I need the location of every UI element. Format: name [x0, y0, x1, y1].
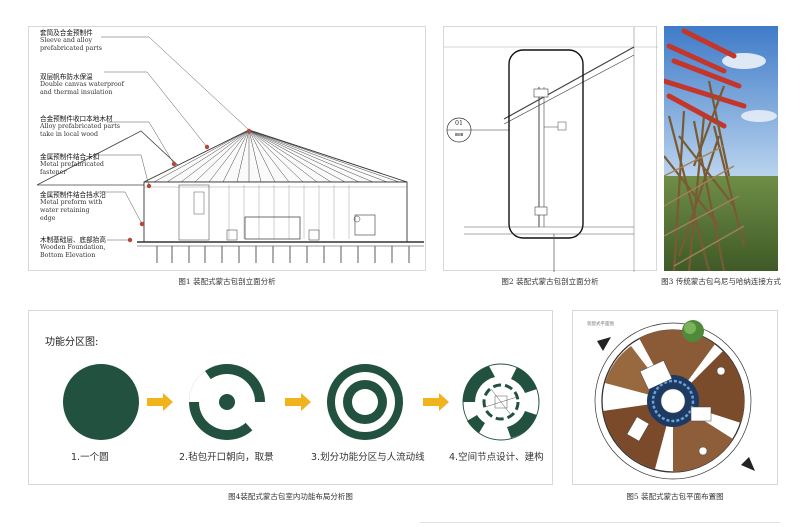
arrow-1 — [147, 393, 173, 411]
fig2-panel: 01 ⊞⊞ — [443, 26, 658, 272]
fig4-title: 功能分区图: — [45, 337, 99, 348]
fig3-caption: 图3 传统蒙古包乌尼与哈纳连接方式 — [661, 277, 781, 286]
node-number: 01 — [454, 120, 463, 127]
yurt-section-elevation — [36, 36, 424, 263]
arrow-3 — [423, 393, 449, 411]
fig3-photo — [664, 26, 778, 271]
fig5-caption: 图5 装配式蒙古包平面布置图 — [626, 492, 724, 501]
fig2-caption: 图2 装配式蒙古包剖立面分析 — [501, 277, 599, 286]
bottom-rule — [420, 522, 780, 523]
step1-label: 1.一个圆 — [71, 452, 109, 463]
step4-label: 4.空间节点设计、建构 — [449, 452, 544, 463]
fig5-panel: 装配式平面图 — [572, 310, 778, 485]
fig4-panel: 功能分区图: 1.一个圆 2.毡包开口朝向，取景 3.划分功能分区与 — [28, 310, 553, 485]
detail-section — [444, 27, 658, 272]
plan-title: 装配式平面图 — [587, 322, 614, 327]
step2-label: 2.毡包开口朝向，取景 — [179, 452, 274, 463]
yurt-frame-photo — [664, 26, 778, 271]
step3-label: 3.划分功能分区与人流动线 — [311, 452, 425, 463]
fig1-caption: 图1 装配式蒙古包剖立面分析 — [178, 277, 276, 286]
step1-circle — [63, 364, 139, 440]
arrow-2 — [285, 393, 311, 411]
node-sheet: ⊞⊞ — [454, 132, 464, 138]
function-zoning-diagram — [63, 363, 540, 441]
fig4-caption: 图4装配式蒙古包室内功能布局分析图 — [228, 492, 353, 501]
floor-plan — [594, 320, 755, 480]
